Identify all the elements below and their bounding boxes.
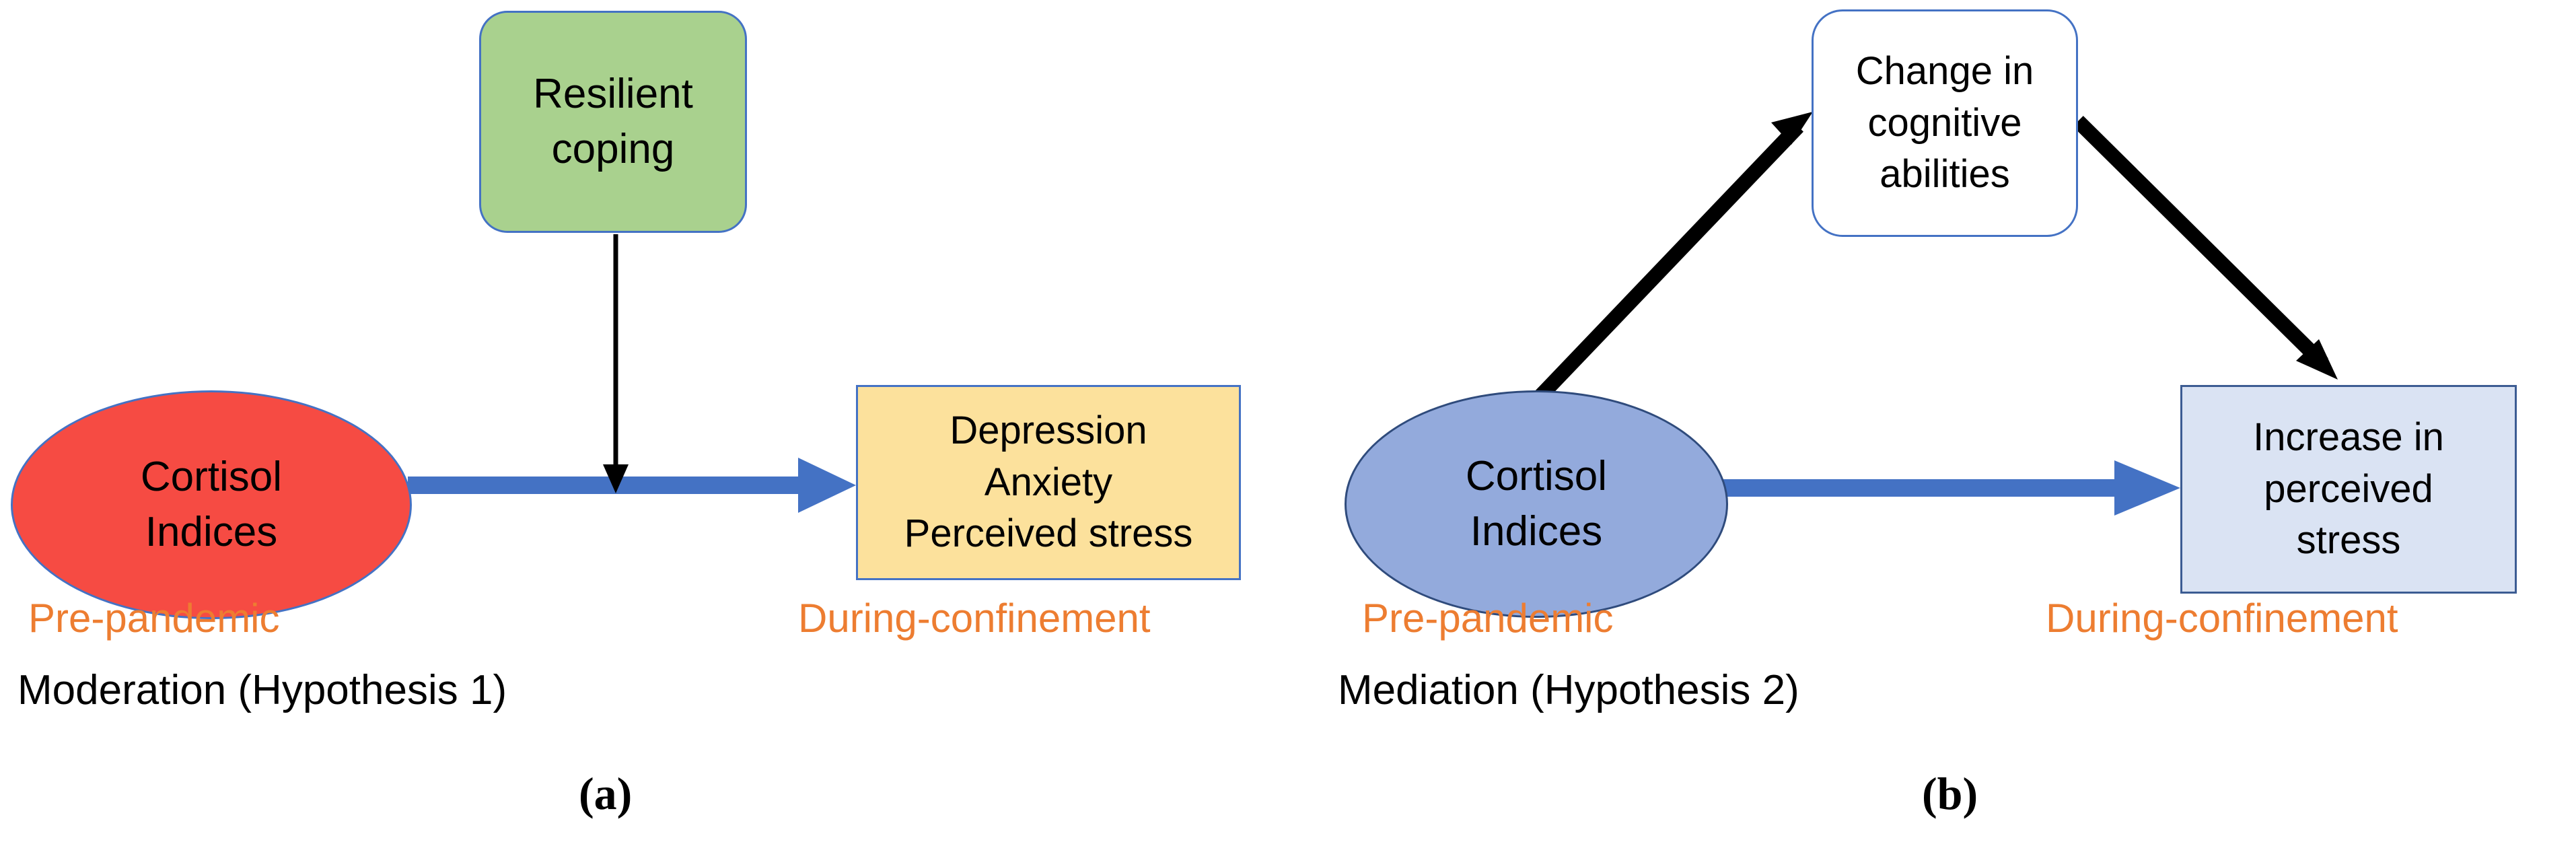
panel-letter-a: (a) — [579, 768, 633, 819]
arrow-moderator-onto-path-a — [603, 234, 629, 493]
timeframe-pre-pandemic-a: Pre-pandemic — [28, 596, 280, 641]
timeframe-during-confinement-a: During-confinement — [798, 596, 1151, 641]
node-resilient-coping-label: Resilient coping — [533, 71, 693, 172]
caption-hypothesis-1: Moderation (Hypothesis 1) — [17, 667, 507, 713]
node-cortisol-indices-b-label: Cortisol Indices — [1465, 453, 1608, 555]
arrow-cortisol-to-stress-b — [1720, 460, 2180, 516]
timeframe-during-confinement-b: During-confinement — [2046, 596, 2398, 641]
arrow-cognition-to-stress-b — [2073, 116, 2338, 380]
node-depression-anxiety-stress-label: Depression Anxiety Perceived stress — [904, 409, 1193, 556]
node-depression-anxiety-stress[interactable]: Depression Anxiety Perceived stress — [856, 385, 1241, 580]
caption-hypothesis-2: Mediation (Hypothesis 2) — [1338, 667, 1799, 713]
node-resilient-coping[interactable]: Resilient coping — [479, 11, 747, 233]
node-increase-perceived-stress-label: Increase in perceived stress — [2253, 415, 2444, 563]
node-change-cognitive-abilities-label: Change in cognitive abilities — [1855, 49, 2034, 197]
node-increase-perceived-stress[interactable]: Increase in perceived stress — [2180, 385, 2517, 594]
node-cortisol-indices-b[interactable]: Cortisol Indices — [1345, 390, 1728, 618]
node-change-cognitive-abilities[interactable]: Change in cognitive abilities — [1812, 9, 2078, 237]
arrow-cortisol-to-cognition-b — [1528, 112, 1813, 409]
arrow-cortisol-to-symptoms-a — [408, 458, 856, 513]
node-cortisol-indices-a-label: Cortisol Indices — [140, 454, 283, 555]
panel-letter-b: (b) — [1922, 768, 1978, 819]
timeframe-pre-pandemic-b: Pre-pandemic — [1362, 596, 1614, 641]
node-cortisol-indices-a[interactable]: Cortisol Indices — [11, 390, 412, 619]
